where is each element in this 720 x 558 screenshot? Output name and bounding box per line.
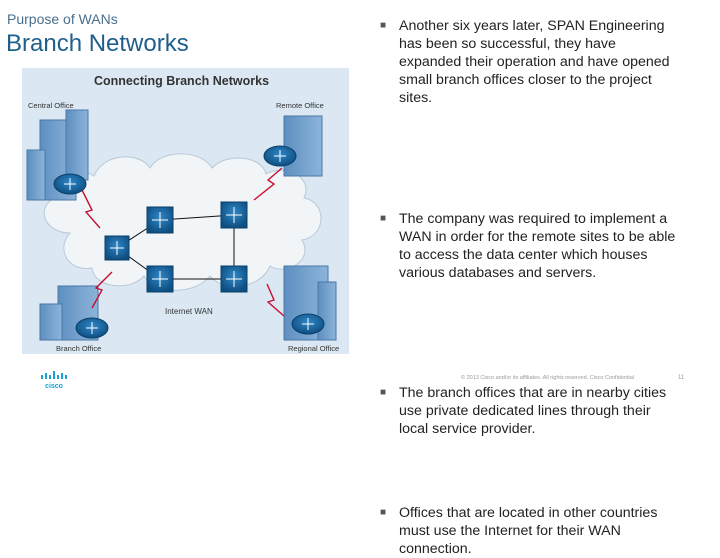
internet-wan-label: Internet WAN	[165, 307, 213, 316]
bullet-icon: ■	[380, 507, 387, 518]
remote-office-label: Remote Office	[276, 101, 324, 110]
page-number: 11	[678, 375, 685, 381]
switch-icon	[220, 265, 248, 293]
switch-icon	[220, 201, 248, 229]
diagram-title: Connecting Branch Networks	[94, 74, 269, 88]
bullet-icon: ■	[380, 20, 387, 31]
switch-icon	[104, 235, 130, 261]
footer-copyright: © 2013 Cisco and/or its affiliates. All …	[461, 375, 635, 381]
regional-office-label: Regional Office	[288, 344, 339, 353]
bullet-list: ■ Another six years later, SPAN Engineer…	[378, 17, 678, 557]
switch-icon	[146, 206, 174, 234]
wan-link-regional	[266, 283, 285, 317]
cisco-logo: cisco	[41, 371, 67, 389]
bullet-text: The company was required to implement a …	[399, 211, 676, 281]
wan-link-central	[81, 189, 101, 229]
section-label: Purpose of WANs	[7, 11, 118, 27]
router-icon	[53, 173, 87, 195]
bullet-item: ■ The branch offices that are in nearby …	[378, 384, 678, 438]
bullet-icon: ■	[380, 213, 387, 224]
page-title: Branch Networks	[6, 30, 189, 57]
central-office-label: Central Office	[28, 101, 74, 110]
wan-links	[81, 167, 285, 317]
router-icon	[263, 145, 297, 167]
bullet-text: Offices that are located in other countr…	[399, 505, 658, 557]
bullet-item: ■ Another six years later, SPAN Engineer…	[378, 17, 678, 107]
bullet-icon: ■	[380, 387, 387, 398]
branch-network-diagram: Connecting Branch Networks Internet WAN …	[22, 68, 349, 354]
remote-office-building	[283, 115, 323, 177]
bullet-item: ■ The company was required to implement …	[378, 210, 678, 282]
bullet-text: The branch offices that are in nearby ci…	[399, 385, 667, 437]
wan-link-branch	[91, 271, 113, 309]
router-icon	[75, 317, 109, 339]
switch-icon	[146, 265, 174, 293]
branch-office-label: Branch Office	[56, 344, 101, 353]
bullet-text: Another six years later, SPAN Engineerin…	[399, 18, 670, 106]
svg-text:cisco: cisco	[45, 383, 63, 389]
bullet-item: ■ Offices that are located in other coun…	[378, 504, 678, 558]
router-icon	[291, 313, 325, 335]
wan-link-remote	[253, 167, 283, 201]
